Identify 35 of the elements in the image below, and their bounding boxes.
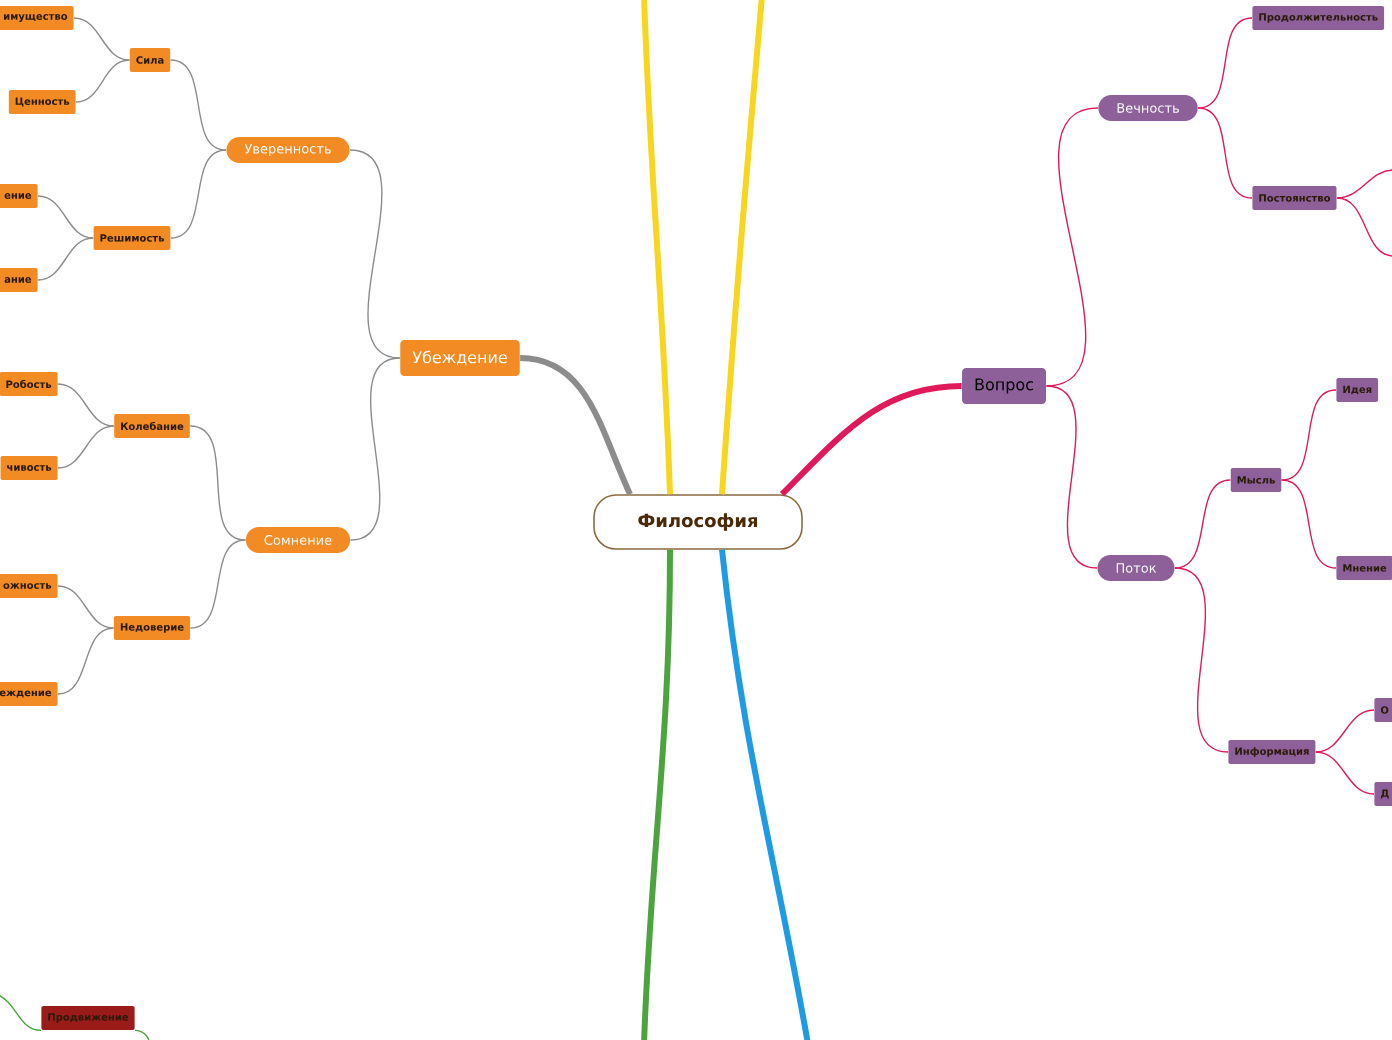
branch-line	[169, 59, 227, 151]
branch-line	[73, 17, 131, 61]
branch-line	[1174, 479, 1232, 569]
topic-box: Убеждение	[400, 340, 520, 376]
branch-line	[641, 0, 673, 495]
branch-line	[1197, 17, 1253, 109]
branch-line	[641, 549, 673, 1040]
branch-line	[719, 549, 811, 1040]
branch-line	[37, 237, 94, 281]
branch-line	[1336, 169, 1392, 199]
branch-line	[1045, 107, 1099, 387]
branch-line	[1174, 567, 1229, 753]
branch-line	[1281, 389, 1337, 481]
branch-line	[37, 195, 94, 239]
branch-line	[57, 425, 115, 469]
branch-line	[519, 355, 633, 496]
branch-line	[75, 59, 131, 103]
branch-line	[1045, 385, 1098, 569]
branch-line	[189, 539, 247, 629]
branch-line	[57, 383, 115, 427]
branch-line	[779, 383, 962, 497]
branch-line	[1336, 197, 1392, 257]
branch-line	[189, 425, 247, 541]
branch-line	[719, 0, 765, 495]
branch-line	[134, 1029, 151, 1040]
branch-line	[170, 149, 227, 239]
branch-line	[1281, 479, 1337, 569]
branch-line	[349, 149, 401, 359]
branch-line	[57, 627, 115, 695]
branch-line	[349, 357, 401, 541]
branch-line	[0, 993, 42, 1032]
topic-box: Вопрос	[962, 368, 1046, 404]
branch-line	[1197, 107, 1253, 199]
branch-line	[57, 585, 115, 629]
central-topic: Философия	[593, 494, 803, 550]
